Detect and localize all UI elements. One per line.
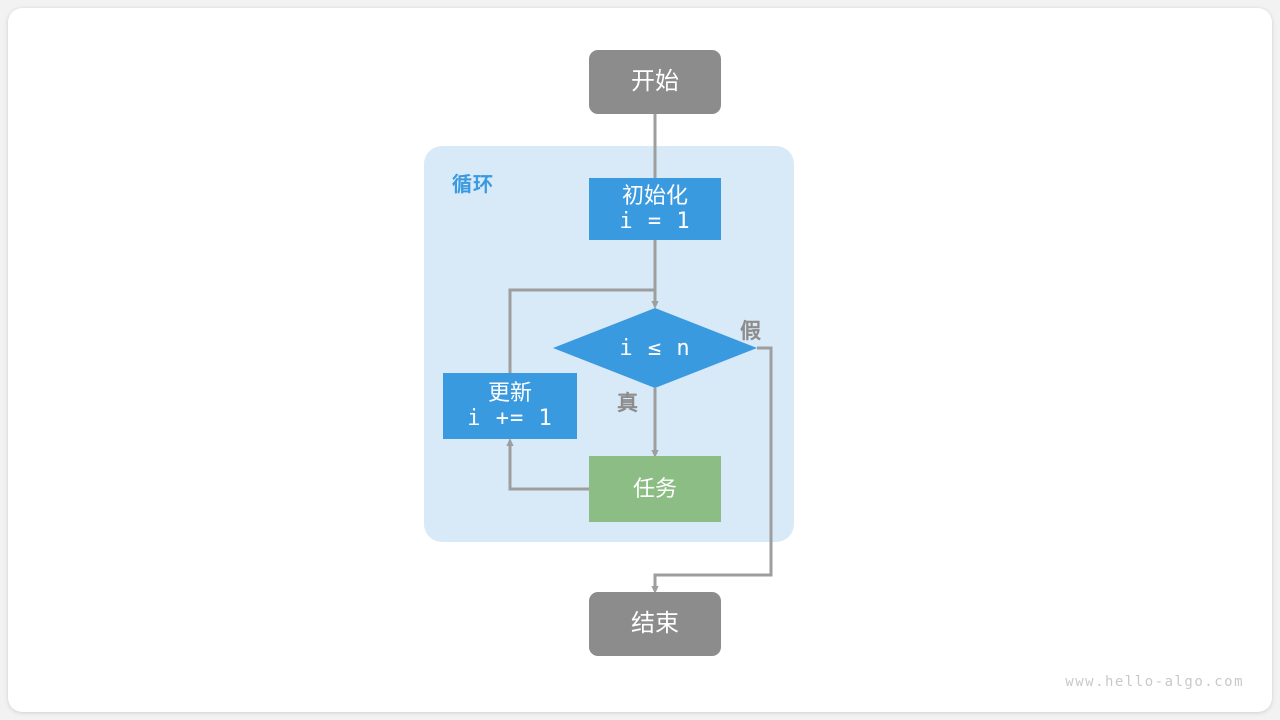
node-update-line1: 更新 — [487, 380, 532, 406]
loop-region-label: 循环 — [452, 174, 494, 196]
edge-decision-false-to-end — [651, 346, 773, 595]
node-condition-label: i ≤ n — [619, 335, 691, 361]
node-init-line2: i = 1 — [619, 209, 691, 234]
condition-diamond-shape — [553, 308, 757, 388]
node-end[interactable]: 结束 — [589, 592, 721, 656]
node-condition[interactable]: i ≤ n — [553, 308, 757, 388]
watermark: www.hello-algo.com — [1065, 674, 1244, 690]
node-start-label: 开始 — [631, 67, 679, 95]
node-update[interactable]: 更新 i += 1 — [443, 373, 577, 439]
node-init-line1: 初始化 — [621, 183, 688, 209]
edge-update-to-decision — [508, 288, 655, 373]
node-update-line2: i += 1 — [467, 406, 553, 431]
node-task[interactable]: 任务 — [589, 456, 721, 522]
node-task-label: 任务 — [632, 476, 677, 502]
edge-label-false: 假 — [740, 320, 761, 343]
edge-label-true: 真 — [617, 392, 638, 415]
node-init[interactable]: 初始化 i = 1 — [589, 178, 721, 240]
node-end-label: 结束 — [631, 609, 679, 637]
edge-task-to-update — [506, 437, 589, 491]
flowchart-connectors — [506, 113, 773, 595]
diagram-stage: 循环 开始 — [8, 8, 1272, 712]
diagram-card: 循环 开始 — [8, 8, 1272, 712]
node-start[interactable]: 开始 — [589, 50, 721, 114]
